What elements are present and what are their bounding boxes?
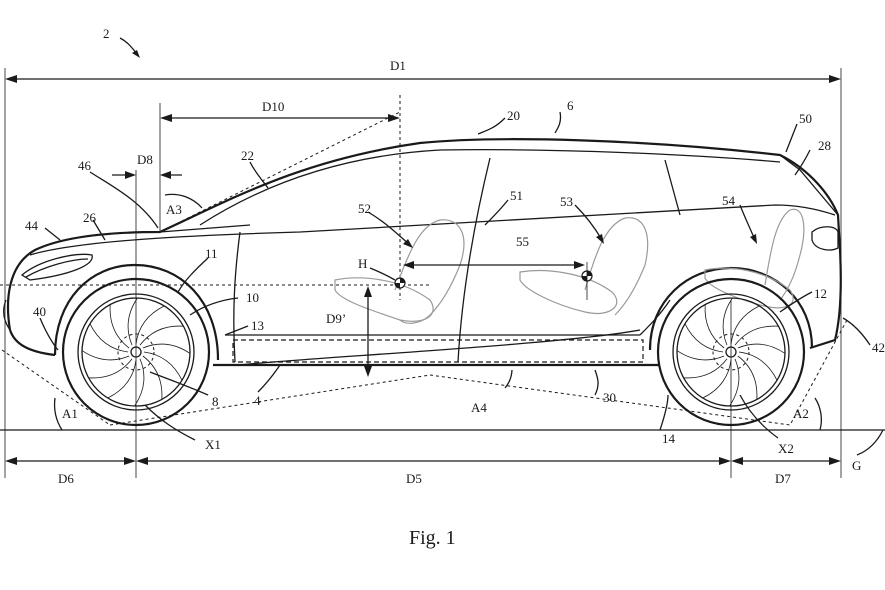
label-ref-50: 50 xyxy=(799,111,812,126)
label-ref-12: 12 xyxy=(814,286,827,301)
label-ref-46: 46 xyxy=(78,158,92,173)
wheel-spoke xyxy=(684,323,724,353)
wheel-spoke xyxy=(737,355,758,400)
interior-markers xyxy=(364,261,593,377)
label-ref-6: 6 xyxy=(567,98,574,113)
seats xyxy=(334,208,805,324)
label-ang-a1: A1 xyxy=(62,406,78,421)
wheel-spoke xyxy=(702,359,732,399)
wheel-spoke xyxy=(109,304,130,349)
label-dim-d5: D5 xyxy=(406,471,422,486)
label-ang-a3: A3 xyxy=(166,202,182,217)
label-ref-44: 44 xyxy=(25,218,39,233)
label-ref-51: 51 xyxy=(510,188,523,203)
wheel-spoke xyxy=(143,351,183,381)
label-ref-22: 22 xyxy=(241,148,254,163)
wheel-spoke xyxy=(88,358,133,379)
label-ang-a2: A2 xyxy=(793,406,809,421)
label-ref-40: 40 xyxy=(33,304,46,319)
label-dim-d9: D9’ xyxy=(326,311,346,326)
label-ref-g: G xyxy=(852,458,861,473)
wheel-spoke xyxy=(139,325,184,346)
wheel-spoke xyxy=(127,297,138,346)
wheel-spoke xyxy=(734,325,779,346)
label-dim-d7: D7 xyxy=(775,471,791,486)
wheel-spoke xyxy=(134,358,145,407)
label-dim-d10: D10 xyxy=(262,99,284,114)
label-ref-26: 26 xyxy=(83,210,97,225)
label-ref-28: 28 xyxy=(818,138,831,153)
wheel-spoke xyxy=(142,355,163,400)
wheel-spoke xyxy=(142,343,191,354)
label-ref-2: 2 xyxy=(103,26,110,41)
wheel-spoke xyxy=(676,350,725,361)
label-ref-13: 13 xyxy=(251,318,264,333)
label-ref-54: 54 xyxy=(722,193,736,208)
wheel-spoke xyxy=(107,359,137,399)
label-ref-53: 53 xyxy=(560,194,573,209)
leader-lines xyxy=(39,37,884,456)
reference-labels: 2 D1 6 20 50 28 D10 22 46 D8 A3 26 44 11… xyxy=(25,26,885,549)
wheel-spoke xyxy=(722,297,733,346)
label-ref-20: 20 xyxy=(507,108,520,123)
label-ref-10: 10 xyxy=(246,290,259,305)
angle-lines xyxy=(1,111,848,431)
label-ref-11: 11 xyxy=(205,246,218,261)
label-ref-30: 30 xyxy=(603,390,616,405)
dimension-lines xyxy=(0,68,885,478)
label-ref-42: 42 xyxy=(872,340,885,355)
label-ang-a4: A4 xyxy=(471,400,487,415)
label-ref-8: 8 xyxy=(212,394,219,409)
wheel-spoke xyxy=(730,305,760,345)
rear-wheel xyxy=(656,277,806,427)
figure-caption: Fig. 1 xyxy=(409,527,456,549)
label-ref-4: 4 xyxy=(254,393,261,408)
label-dim-d8: D8 xyxy=(137,152,153,167)
wheel-spoke xyxy=(135,305,165,345)
label-ref-55: 55 xyxy=(516,234,529,249)
wheel-spoke xyxy=(89,323,129,353)
wheel-spoke xyxy=(683,358,728,379)
wheel-spoke xyxy=(738,351,778,381)
label-ref-x1: X1 xyxy=(205,437,221,452)
wheel-spoke xyxy=(729,358,740,407)
label-dim-d6: D6 xyxy=(58,471,74,486)
wheel-spoke xyxy=(704,304,725,349)
label-ref-14: 14 xyxy=(662,431,676,446)
label-dim-d1: D1 xyxy=(390,58,406,73)
wheel-spoke xyxy=(81,350,130,361)
label-ref-x2: X2 xyxy=(778,441,794,456)
label-ref-h: H xyxy=(358,256,367,271)
wheel-spoke xyxy=(737,343,786,354)
label-ref-52: 52 xyxy=(358,201,371,216)
vehicle-body xyxy=(3,138,842,367)
